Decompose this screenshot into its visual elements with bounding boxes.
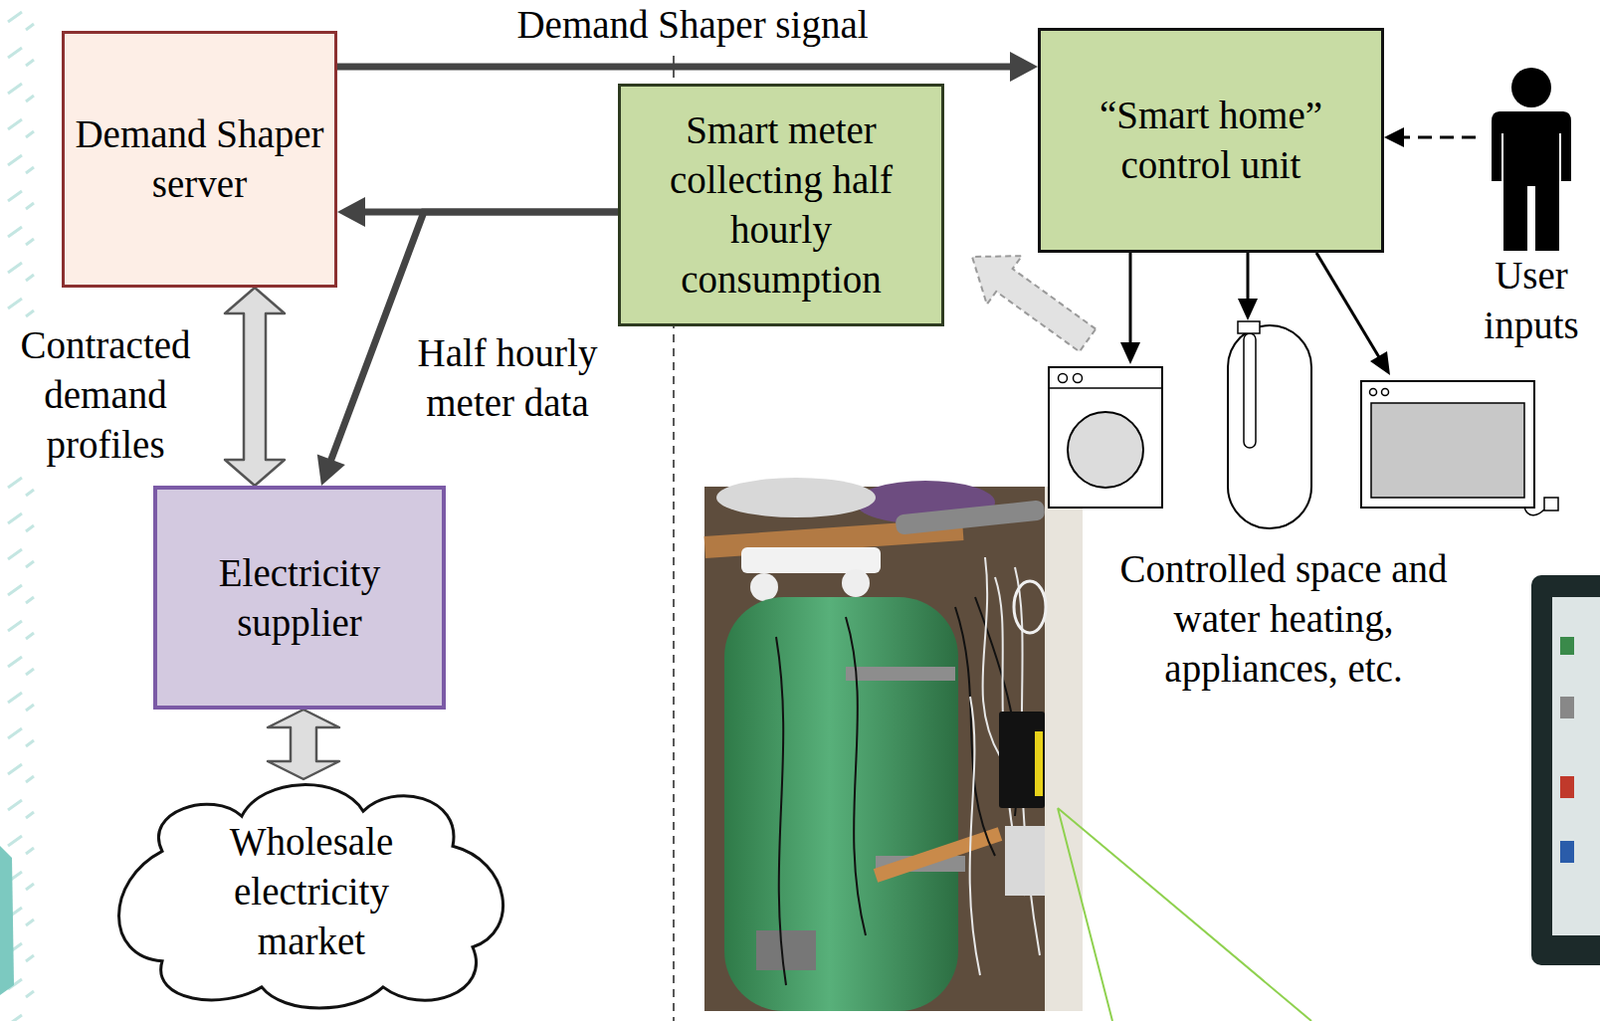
control-arrow-line — [1246, 252, 1250, 301]
oven-knob — [1382, 389, 1390, 397]
double-arrow — [267, 709, 340, 780]
double-arrow — [224, 287, 285, 486]
person-body — [1491, 111, 1572, 251]
photo-pipe — [894, 499, 1045, 536]
photo-valve — [750, 573, 779, 601]
arrow-head — [337, 197, 366, 227]
market-cloud: Wholesale electricity market — [102, 771, 521, 1011]
photo-control-device — [999, 711, 1045, 808]
arrow-head — [1384, 127, 1404, 148]
arrow-head — [1009, 51, 1038, 82]
photo-bracket — [741, 547, 881, 574]
data-arrow — [337, 51, 1038, 82]
user-figure: User inputs — [1475, 61, 1588, 353]
phone-screen — [1552, 597, 1600, 936]
phone-icon — [1560, 776, 1575, 799]
edge-label: Half hourly meter data — [402, 328, 612, 428]
phone-icon — [1560, 636, 1575, 655]
oven-body — [1361, 381, 1535, 508]
callout-lines — [1057, 807, 1312, 1021]
cylinder-photo — [704, 477, 1083, 1011]
node-text: Demand Shaper server — [74, 109, 325, 209]
machine-body — [1048, 367, 1163, 508]
heater-tank — [1227, 325, 1312, 529]
machine-knob — [1058, 374, 1068, 384]
data-arrow — [317, 211, 618, 486]
oven-knob — [1370, 389, 1378, 397]
person-icon — [1475, 61, 1588, 251]
control-arrow-line — [1129, 252, 1133, 345]
photo-valve-body — [756, 930, 816, 971]
control-arrows — [1120, 252, 1391, 376]
cloud-path — [119, 785, 504, 1008]
machine-panel — [1048, 387, 1163, 390]
meter-box: Smart meter collecting half hourly consu… — [617, 83, 945, 327]
feedback-arrow — [972, 255, 1096, 352]
photo-device-stripe — [1034, 731, 1043, 797]
heater-cap — [1237, 321, 1260, 334]
control-arrow-line — [1316, 252, 1380, 358]
photo-valve — [841, 569, 870, 598]
control-arrow-head — [1237, 298, 1258, 321]
oven — [1361, 381, 1559, 516]
water-heater — [1227, 321, 1312, 529]
node-text: Wholesale electricity market — [211, 816, 411, 967]
connector-line — [1401, 136, 1476, 140]
node-text: Electricity supplier — [177, 548, 422, 648]
arrow-head — [317, 454, 346, 486]
phone-body — [1531, 575, 1600, 966]
edge-label: Contracted demand profiles — [5, 320, 205, 470]
photo-tank — [724, 597, 959, 1011]
photo-wall — [1044, 486, 1083, 1011]
oven-cord — [1524, 507, 1545, 516]
node-text: User inputs — [1475, 250, 1588, 351]
phone-photo — [1531, 575, 1600, 966]
machine-knob — [1073, 374, 1083, 384]
heater-element — [1243, 333, 1256, 448]
phone-icon — [1560, 696, 1575, 719]
photo-tape — [845, 666, 956, 681]
node-text: Smart meter collecting half hourly consu… — [628, 105, 934, 305]
edge-label: Demand Shaper signal — [493, 0, 892, 50]
photo-background — [704, 486, 1083, 1011]
machine-drum — [1067, 411, 1144, 488]
connector-line — [337, 63, 1012, 71]
edge-decoration — [0, 0, 42, 1021]
control-arrow-head — [1120, 342, 1141, 365]
double-arrow-shape — [224, 287, 285, 486]
double-arrow-shape — [267, 709, 340, 780]
photo-junction-box — [1004, 825, 1045, 896]
control-unit-box: “Smart home” control unit — [1037, 27, 1385, 253]
control-arrow-head — [1370, 351, 1391, 376]
photo-copper-pipe — [875, 833, 1000, 876]
node-text: “Smart home” control unit — [1064, 90, 1358, 191]
connector-line — [330, 211, 618, 462]
photo-cloth — [716, 477, 876, 518]
caption-label: Controlled space and water heating, appl… — [1109, 544, 1458, 694]
supplier-box: Electricity supplier — [153, 485, 446, 710]
oven-plug — [1544, 497, 1559, 511]
edge-decoration — [0, 845, 14, 996]
dashed-arrow — [1384, 127, 1476, 148]
photo-wires — [776, 597, 1018, 986]
person-head — [1511, 67, 1552, 108]
server-box: Demand Shaper server — [61, 30, 338, 288]
photo-cable-coil — [1013, 581, 1046, 633]
oven-window — [1371, 402, 1525, 498]
phone-icon — [1560, 840, 1575, 863]
washing-machine — [1048, 367, 1163, 508]
